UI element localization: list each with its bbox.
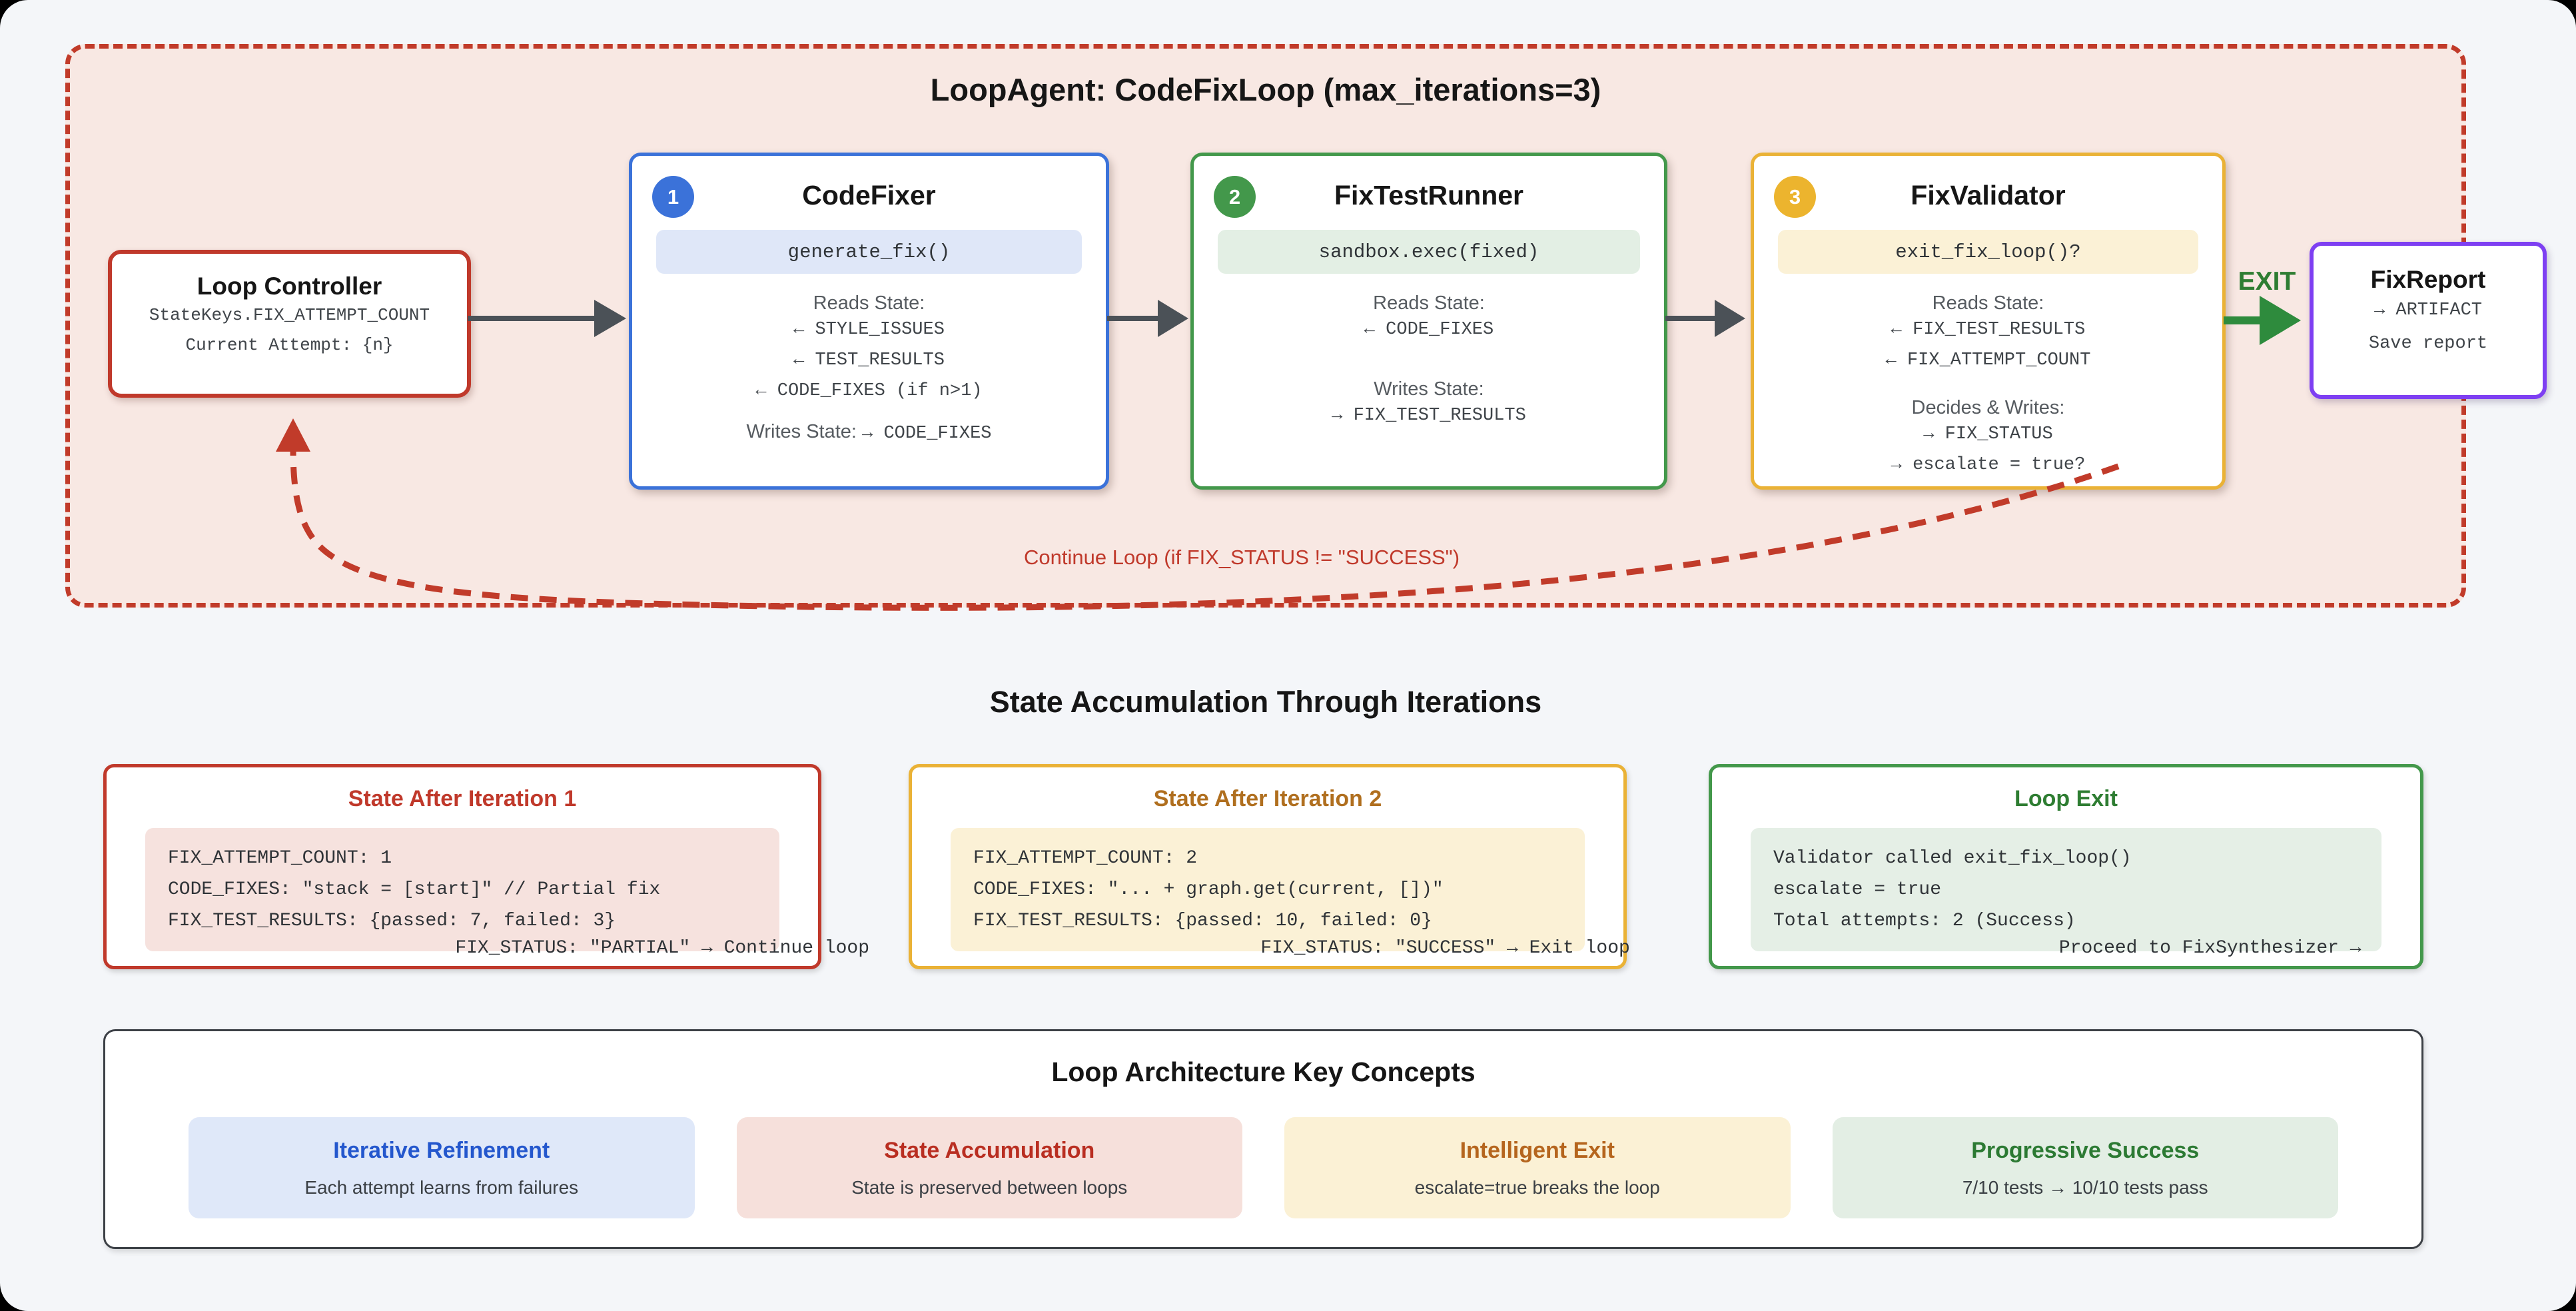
reads-item: ← STYLE_ISSUES — [793, 320, 945, 340]
reads-item: ← FIX_ATTEMPT_COUNT — [1885, 350, 2091, 370]
concept-pill-state-accumulation: State Accumulation State is preserved be… — [736, 1117, 1242, 1218]
agent-name: FixValidator — [1911, 180, 2066, 211]
state-section-title: State Accumulation Through Iterations — [989, 685, 1542, 719]
concept-subtitle: State is preserved between loops — [851, 1176, 1128, 1198]
state-card-loop-exit: Loop Exit Validator called exit_fix_loop… — [1709, 764, 2423, 969]
state-result-line: FIX_STATUS: "PARTIAL" → Continue loop — [455, 938, 870, 959]
key-concepts-title: Loop Architecture Key Concepts — [1051, 1057, 1476, 1087]
reads-item: ← FIX_TEST_RESULTS — [1891, 320, 2086, 340]
state-card-title: State After Iteration 1 — [348, 786, 577, 811]
concept-pill-row: Iterative Refinement Each attempt learns… — [189, 1117, 2338, 1218]
code-line: escalate = true — [1773, 879, 1942, 900]
loop-controller-statekey: StateKeys.FIX_ATTEMPT_COUNT — [149, 305, 430, 325]
reads-item: ← TEST_RESULTS — [793, 350, 945, 370]
state-code-block: FIX_ATTEMPT_COUNT: 1 CODE_FIXES: "stack =… — [145, 828, 779, 951]
agent-method-pill: sandbox.exec(fixed) — [1218, 230, 1640, 274]
concept-title: Iterative Refinement — [333, 1137, 550, 1163]
step-3-badge: 3 — [1774, 176, 1816, 218]
state-card-title: Loop Exit — [2014, 786, 2118, 811]
loop-controller-title: Loop Controller — [197, 272, 382, 300]
loop-controller-attempt: Current Attempt: {n} — [185, 335, 394, 355]
writes-item: → FIX_TEST_RESULTS — [1332, 406, 1526, 426]
state-card-iteration-1: State After Iteration 1 FIX_ATTEMPT_COUN… — [103, 764, 869, 969]
state-result-line: Proceed to FixSynthesizer → — [2058, 938, 2361, 959]
code-line: CODE_FIXES: "stack = [start]" // Partial… — [168, 879, 661, 900]
code-line: Validator called exit_fix_loop() — [1773, 848, 2132, 869]
state-result-line: FIX_STATUS: "SUCCESS" → Exit loop — [1260, 938, 1630, 959]
concept-pill-progressive-success: Progressive Success 7/10 tests → 10/10 t… — [1832, 1117, 2338, 1218]
spacer — [1194, 345, 1664, 378]
state-card-iteration-2: State After Iteration 2 FIX_ATTEMPT_COUN… — [909, 764, 1630, 969]
code-line: FIX_TEST_RESULTS: {passed: 7, failed: 3} — [168, 911, 616, 931]
reads-state-label: Reads State: — [813, 292, 925, 314]
concept-subtitle: Each attempt learns from failures — [304, 1176, 579, 1198]
key-concepts-card: Loop Architecture Key Concepts Iterative… — [103, 1029, 2423, 1249]
continue-loop-label: Continue Loop (if FIX_STATUS != "SUCCESS… — [1024, 546, 1460, 569]
fix-report-node: FixReport → ARTIFACT Save report — [2310, 242, 2547, 399]
agent-name: FixTestRunner — [1334, 180, 1523, 211]
step-2-badge: 2 — [1214, 176, 1256, 218]
loop-title: LoopAgent: CodeFixLoop (max_iterations=3… — [930, 72, 1601, 107]
code-line: FIX_ATTEMPT_COUNT: 2 — [973, 848, 1198, 869]
writes-item: → FIX_STATUS — [1923, 424, 2053, 444]
reads-state-label: Reads State: — [1932, 292, 2044, 314]
fix-report-artifact: → ARTIFACT — [2373, 300, 2483, 320]
code-line: FIX_TEST_RESULTS: {passed: 10, failed: 0… — [973, 911, 1432, 931]
code-line: CODE_FIXES: "... + graph.get(current, []… — [973, 879, 1444, 900]
writes-state-label: Writes State: — [746, 421, 857, 442]
state-card-title: State After Iteration 2 — [1153, 786, 1382, 811]
agent-name: CodeFixer — [802, 180, 936, 211]
step-1-badge: 1 — [652, 176, 694, 218]
agent-method-pill: generate_fix() — [656, 230, 1082, 274]
loop-agent-container: LoopAgent: CodeFixLoop (max_iterations=3… — [65, 44, 2547, 608]
reads-item: ← CODE_FIXES (if n>1) — [755, 381, 983, 401]
concept-subtitle: escalate=true breaks the loop — [1414, 1176, 1660, 1198]
agent-node-fixtestrunner: 2 FixTestRunner sandbox.exec(fixed) Read… — [1190, 153, 1667, 490]
writes-item: → escalate = true? — [1891, 455, 2086, 475]
loop-controller-node: Loop Controller StateKeys.FIX_ATTEMPT_CO… — [108, 250, 471, 398]
writes-state-label: Writes State: — [1374, 378, 1484, 400]
concept-title: State Accumulation — [884, 1137, 1095, 1163]
agent-method-pill: exit_fix_loop()? — [1778, 230, 2198, 274]
code-line: Total attempts: 2 (Success) — [1773, 911, 2076, 931]
fix-report-save: Save report — [2368, 334, 2488, 354]
reads-state-label: Reads State: — [1373, 292, 1485, 314]
concept-subtitle: 7/10 tests → 10/10 tests pass — [1962, 1176, 2208, 1198]
exit-label: EXIT — [2238, 267, 2296, 296]
reads-item: ← CODE_FIXES — [1364, 320, 1494, 340]
agent-node-fixvalidator: 3 FixValidator exit_fix_loop()? Reads St… — [1751, 153, 2226, 490]
writes-state-row: Writes State: → CODE_FIXES — [632, 421, 1106, 444]
state-code-block: Validator called exit_fix_loop() escalate… — [1751, 828, 2381, 951]
code-line: FIX_ATTEMPT_COUNT: 1 — [168, 848, 392, 869]
concept-title: Intelligent Exit — [1460, 1137, 1615, 1163]
fix-report-title: FixReport — [2370, 266, 2486, 293]
writes-item: → CODE_FIXES — [862, 424, 992, 444]
decides-writes-label: Decides & Writes: — [1911, 397, 2065, 418]
concept-title: Progressive Success — [1971, 1137, 2200, 1163]
concept-pill-iterative-refinement: Iterative Refinement Each attempt learns… — [189, 1117, 695, 1218]
concept-pill-intelligent-exit: Intelligent Exit escalate=true breaks th… — [1284, 1117, 1791, 1218]
state-code-block: FIX_ATTEMPT_COUNT: 2 CODE_FIXES: "... + g… — [951, 828, 1585, 951]
agent-node-codefixer: 1 CodeFixer generate_fix() Reads State: … — [629, 153, 1109, 490]
